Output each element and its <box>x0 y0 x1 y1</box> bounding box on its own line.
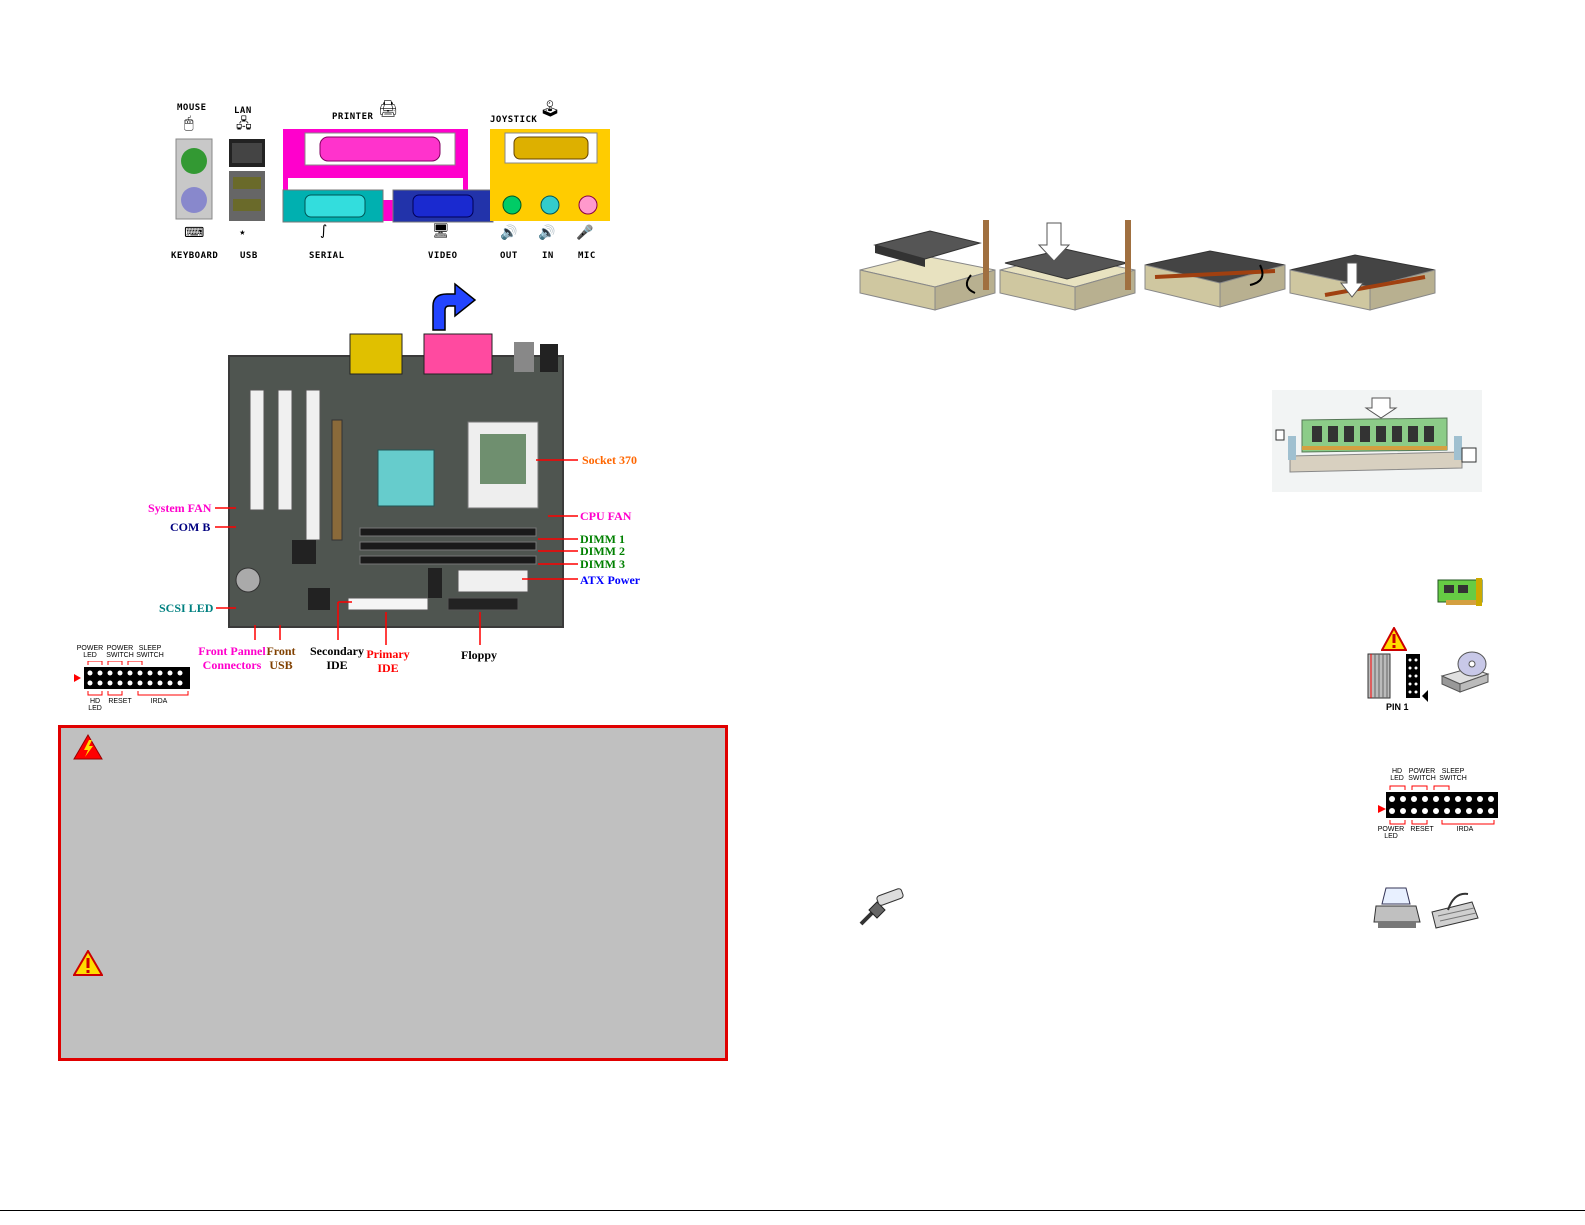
ribbon-cable-icon: PIN 1 <box>1366 652 1438 714</box>
warning-icon <box>73 950 103 976</box>
hdr-right-top-3: SLEEP SWITCH <box>1439 768 1467 782</box>
primary-ide-label: Primary IDE <box>364 647 412 675</box>
lan-label: LAN <box>234 106 252 116</box>
video-icon: 🖥 <box>432 223 450 239</box>
pin-1-label: PIN 1 <box>1386 702 1409 712</box>
motherboard-image <box>228 330 564 630</box>
mouse-label: MOUSE <box>177 103 207 113</box>
video-label: VIDEO <box>428 251 458 261</box>
serial-label: SERIAL <box>309 251 345 261</box>
usb-icon: ⋆ <box>238 225 247 241</box>
keyboard-icon <box>1431 892 1479 929</box>
hdr-right-bottom-2: RESET <box>1410 826 1434 833</box>
front-panel-header-left: POWER LED POWER SWITCH SLEEP SWITCH HD L… <box>72 645 192 715</box>
usb-label: USB <box>240 251 258 261</box>
printer-label: PRINTER <box>332 112 374 122</box>
socket-370-label: Socket 370 <box>582 453 637 467</box>
keyboard-label: KEYBOARD <box>171 251 219 261</box>
dimm-1-label: DIMM 1 <box>580 532 625 546</box>
expansion-card-icon <box>1437 578 1483 606</box>
cd-drive-icon <box>1440 651 1490 693</box>
dimm-2-label: DIMM 2 <box>580 544 625 558</box>
cpu-fan-label: CPU FAN <box>580 509 632 523</box>
joystick-icon: 🕹 <box>540 99 561 118</box>
speaker-icon: 🔊 <box>538 225 556 241</box>
mouse-icon: 🖱 <box>184 113 194 132</box>
lan-icon: 🖧 <box>236 116 252 132</box>
serial-icon: ∫ <box>320 223 328 239</box>
front-panel-header-right: HD LED POWER SWITCH SLEEP SWITCH POWER L… <box>1372 768 1500 844</box>
front-usb-line1: Front <box>266 644 296 658</box>
front-usb-line2: USB <box>269 658 293 672</box>
mic-label: MIC <box>578 251 596 261</box>
dimm-3-label: DIMM 3 <box>580 557 625 571</box>
front-panel-line2: Connectors <box>202 658 262 672</box>
hdr-right-top-1: HD LED <box>1390 768 1404 782</box>
secondary-ide-line1: Secondary <box>310 644 364 658</box>
hdr-right-bottom-3: IRDA <box>1456 826 1474 833</box>
callout-lines <box>215 459 578 645</box>
hdr-left-bottom-1: HD LED <box>88 698 102 712</box>
secondary-ide-line2: IDE <box>326 658 348 672</box>
lightning-warning-icon <box>73 734 103 760</box>
secondary-ide-label: Secondary IDE <box>308 644 366 672</box>
primary-ide-line2: IDE <box>377 661 399 675</box>
hdr-left-bottom-3: IRDA <box>150 698 168 705</box>
in-label: IN <box>542 251 554 261</box>
hdr-right-top-2: POWER SWITCH <box>1408 768 1436 782</box>
hdr-left-top-1: POWER LED <box>76 645 104 659</box>
cpu-install-steps <box>855 215 1440 325</box>
curved-arrow-icon <box>432 282 477 331</box>
front-panel-label: Front Pannel Connectors <box>196 644 268 672</box>
com-b-label: COM B <box>170 520 211 534</box>
scsi-led-label: SCSI LED <box>159 601 214 615</box>
floppy-label: Floppy <box>461 648 498 662</box>
hdr-left-bottom-2: RESET <box>108 698 132 705</box>
front-panel-line1: Front Pannel <box>198 644 266 658</box>
speaker-icon: 🔊 <box>500 225 518 241</box>
page-bottom-rule <box>0 1210 1585 1211</box>
io-panel-graphic <box>175 129 610 223</box>
io-panel: 🖱 🖧 🖨 🕹 ⌨ ⋆ ∫ 🖥 🔊 🔊 🎤 MOUSE LAN PRINTER … <box>160 95 620 265</box>
warning-icon <box>1381 627 1407 651</box>
keyboard-icon: ⌨ <box>184 225 205 241</box>
system-fan-label: System FAN <box>148 501 212 515</box>
hdr-left-top-2: POWER SWITCH <box>106 645 134 659</box>
front-usb-label: Front USB <box>266 644 296 672</box>
printer-icon: 🖨 <box>378 99 399 118</box>
hdr-left-top-3: SLEEP SWITCH <box>136 645 164 659</box>
out-label: OUT <box>500 251 518 261</box>
hdr-right-bottom-1: POWER LED <box>1377 826 1405 840</box>
printer-icon <box>1373 887 1421 928</box>
cable-plug-icon <box>859 888 904 926</box>
dimm-install-image <box>1272 390 1482 492</box>
primary-ide-line1: Primary <box>366 647 410 661</box>
atx-power-label: ATX Power <box>580 573 641 587</box>
warning-box <box>58 725 728 1061</box>
joystick-label: JOYSTICK <box>490 115 538 125</box>
mic-icon: 🎤 <box>576 225 594 241</box>
